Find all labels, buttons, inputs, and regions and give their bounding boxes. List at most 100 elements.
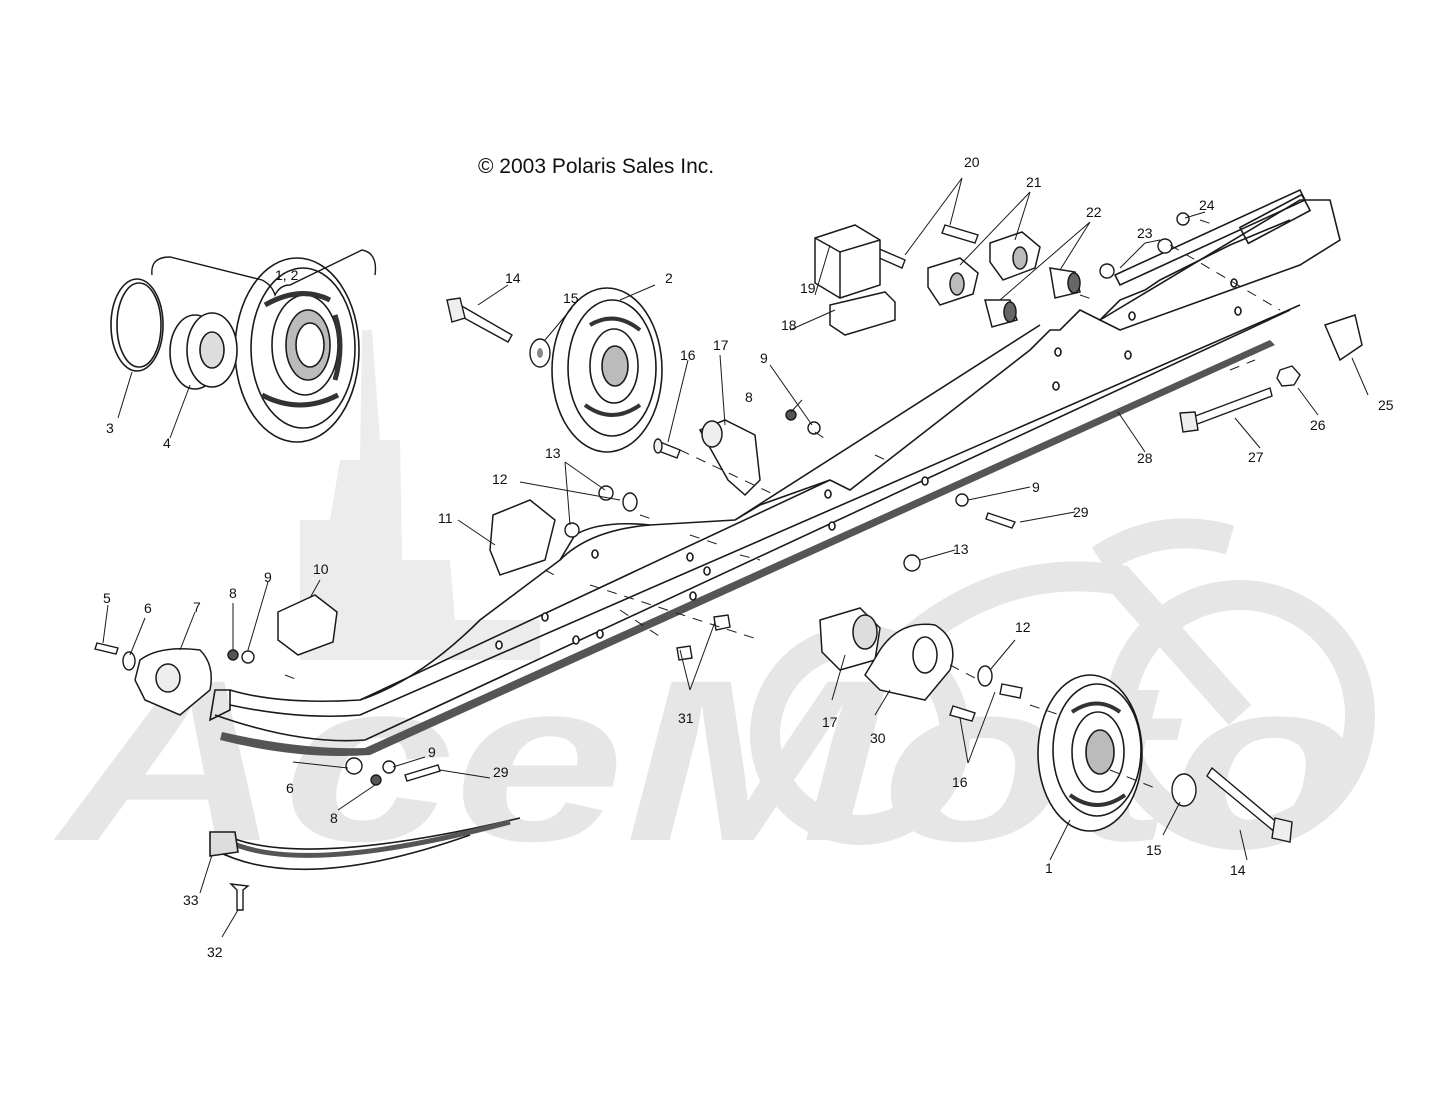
callout-1-2: 1, 2 [275,267,299,283]
callout-7: 7 [193,599,201,615]
spacer-4 [169,312,238,390]
nut-23-b [1157,238,1173,254]
plate-11 [489,499,556,576]
callout-14-bottom: 14 [1230,862,1246,878]
rail-lower-edge [229,304,1301,718]
callout-14-top: 14 [505,270,521,286]
slide-lower [214,834,471,871]
nut-9-top [807,421,821,435]
bolt-5 [94,642,119,655]
callout-1: 1 [1045,860,1053,876]
rail-upper-edge [229,219,1291,703]
callout-11: 11 [438,510,453,526]
washer-6-bottom [345,757,363,775]
washer-12-top [622,492,638,512]
callout-18: 18 [781,317,797,333]
bolt-29-bottom [404,764,441,782]
nut-13-c [903,554,921,572]
slide-rail-assembly [208,188,1341,756]
slide-stripe [223,819,511,858]
callout-19: 19 [800,280,816,296]
callout-20: 20 [964,154,980,170]
callout-29-top: 29 [1073,504,1089,520]
washer-15-bottom [1171,773,1197,807]
block-10 [277,594,338,656]
callout-24: 24 [1199,197,1215,213]
block-19 [814,224,881,299]
callout-9-left: 9 [264,569,272,585]
callout-13-right: 13 [953,541,969,557]
nut-26 [1276,365,1301,387]
callout-16-bottom: 16 [952,774,968,790]
callout-9-right: 9 [1032,479,1040,495]
callout-9-top: 9 [760,350,768,366]
callout-23: 23 [1137,225,1153,241]
callout-27: 27 [1248,449,1264,465]
idler-wheel-large-top [234,257,360,443]
rivet-32 [229,883,250,911]
bolt-20-a [941,224,979,244]
rail-front-tip [208,689,231,722]
callout-8-top: 8 [745,389,753,405]
callout-5: 5 [103,590,111,606]
callout-30: 30 [870,730,886,746]
idler-wheel-2 [551,287,663,453]
callout-10: 10 [313,561,329,577]
bolt-31-a [713,614,731,631]
nut-23-a [1099,263,1115,279]
callout-labels: 1, 2 3 4 14 15 2 16 17 19 18 9 8 20 21 2… [103,154,1394,960]
callout-15-top: 15 [563,290,579,306]
callout-28: 28 [1137,450,1153,466]
callout-16-top: 16 [680,347,696,363]
nut-9-left [241,650,255,664]
callout-6-bottom: 6 [286,780,294,796]
bracket-18 [829,291,896,336]
callout-2: 2 [665,270,673,286]
callout-22: 22 [1086,204,1102,220]
callout-21: 21 [1026,174,1042,190]
fasteners [94,212,1301,911]
nut-8-left [227,649,239,661]
bolt-14-top [446,297,513,343]
rail-front-curve [359,479,831,701]
callout-8-left: 8 [229,585,237,601]
idler-wheel-1 [1037,674,1143,832]
callout-12-top: 12 [492,471,508,487]
washer-6-top [122,651,136,671]
clip-25 [1323,314,1363,362]
components [134,224,1363,716]
callout-4: 4 [163,435,171,451]
slide-upper [224,817,521,850]
callout-17-bottom: 17 [822,714,838,730]
slide-tip-33 [209,831,239,857]
callout-31: 31 [678,710,694,726]
bolt-31-b [676,645,693,661]
callout-15-bottom: 15 [1146,842,1162,858]
bolt-29-top [985,512,1016,529]
callout-33: 33 [183,892,199,908]
rail-slide-strip [1113,188,1307,287]
washer-12-bottom [977,665,993,687]
watermark: AceMoto [53,330,1375,889]
nut-9-bottom [382,760,396,774]
bolt-14-bottom [1206,766,1293,843]
copyright-notice: © 2003 Polaris Sales Inc. [478,155,714,178]
rail-holes [495,278,1242,650]
callout-9-bottom: 9 [428,744,436,760]
callout-13-top: 13 [545,445,561,461]
bracket-1-2 [151,249,377,297]
bolt-16-a [999,683,1023,699]
rail-tail-box [1098,199,1341,331]
callout-25: 25 [1378,397,1394,413]
leader-lines [102,177,1369,938]
nut-9-right [955,493,969,507]
snap-ring-3 [110,278,164,372]
callout-29-bottom: 29 [493,764,509,780]
callout-6-top: 6 [144,600,152,616]
callout-8-bottom: 8 [330,810,338,826]
callout-17-top: 17 [713,337,729,353]
nut-24 [1176,212,1190,226]
callout-32: 32 [207,944,223,960]
rail-tail-slot [1238,193,1312,245]
bolt-16-top [653,438,681,459]
